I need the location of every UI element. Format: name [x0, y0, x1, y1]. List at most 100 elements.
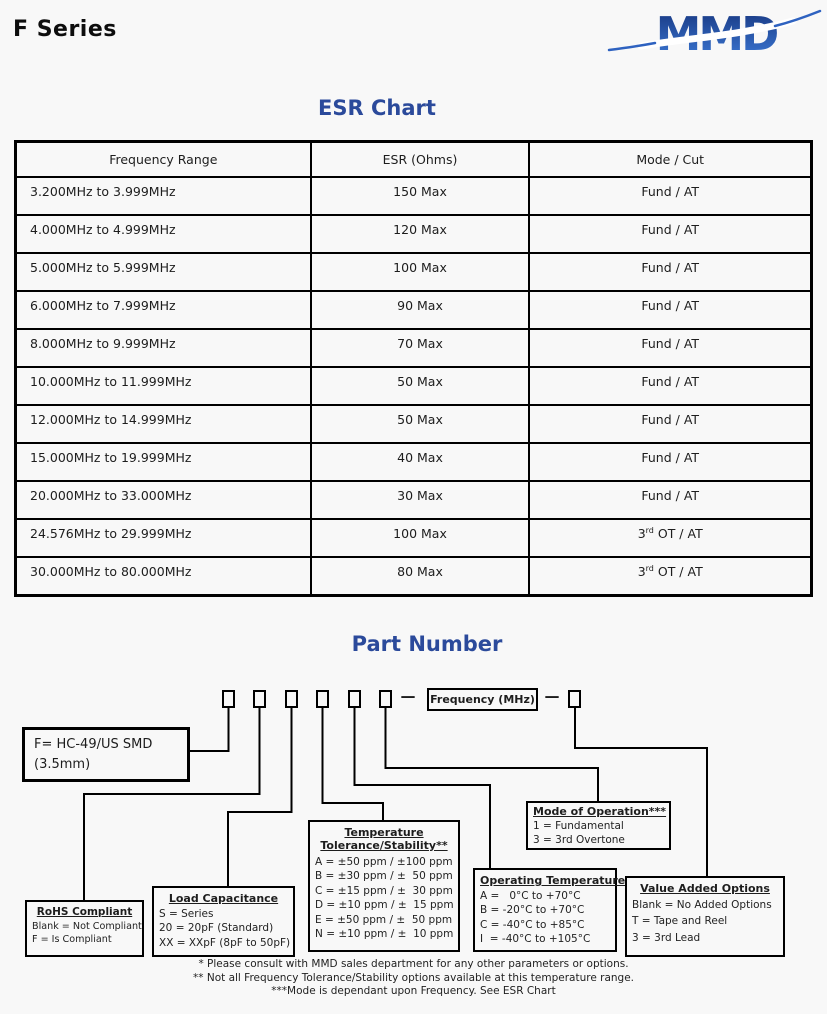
option-line: 3 = 3rd Overtone	[533, 834, 625, 847]
cell-esr: 80 Max	[309, 556, 531, 596]
table-row: 4.000MHz to 4.999MHz 120 Max Fund / AT	[14, 214, 813, 254]
column-header-mode-cut: Mode / Cut	[528, 140, 813, 178]
cell-mode-cut: Fund / AT	[528, 290, 813, 330]
option-line: S = Series	[159, 908, 214, 920]
cell-frequency-range: 5.000MHz to 5.999MHz	[14, 252, 312, 292]
cell-frequency-range: 12.000MHz to 14.999MHz	[14, 404, 312, 444]
cell-mode-cut: Fund / AT	[528, 214, 813, 254]
box-title: Mode of Operation***	[533, 805, 667, 818]
page-title: F Series	[13, 17, 117, 42]
mmd-logo: MMD	[603, 6, 825, 61]
option-line: 20 = 20pF (Standard)	[159, 922, 274, 935]
part-number-field-box-7	[568, 690, 581, 708]
table-row: 12.000MHz to 14.999MHz 50 Max Fund / AT	[14, 404, 813, 444]
cell-mode-cut: Fund / AT	[528, 328, 813, 368]
cell-mode-cut: Fund / AT	[528, 366, 813, 406]
option-line: Blank = Not Compliant	[32, 921, 142, 932]
cell-mode-cut: Fund / AT	[528, 176, 813, 216]
option-line: I = -40°C to +105°C	[480, 933, 591, 946]
series-box-line: (3.5mm)	[34, 757, 91, 773]
logo-swoosh-left	[607, 41, 657, 52]
option-line: A = ±50 ppm / ±100 ppm	[315, 856, 453, 868]
cell-esr: 50 Max	[309, 404, 531, 444]
cell-mode-cut: Fund / AT	[528, 404, 813, 444]
part-number-title: Part Number	[351, 632, 503, 656]
series-box-line: F= HC-49/US SMD	[34, 737, 153, 752]
cell-mode-cut: 3rd OT / AT	[528, 556, 813, 596]
box-title: Value Added Options	[640, 882, 770, 895]
option-line: ** Not all Frequency Tolerance/Stability…	[193, 971, 634, 984]
cell-mode-cut: Fund / AT	[528, 480, 813, 520]
table-row: 24.576MHz to 29.999MHz 100 Max 3rd OT / …	[14, 518, 813, 558]
temperature-tolerance-box: Temperature Tolerance/Stability** A = ±5…	[308, 820, 460, 952]
cell-esr: 120 Max	[309, 214, 531, 254]
esr-table: Frequency Range ESR (Ohms) Mode / Cut 3.…	[14, 140, 813, 597]
table-row: 6.000MHz to 7.999MHz 90 Max Fund / AT	[14, 290, 813, 330]
dash-separator: —	[400, 687, 416, 705]
box-title: Operating Temperature	[480, 874, 626, 887]
option-line: F = Is Compliant	[32, 934, 112, 946]
option-line: B = ±30 ppm / ± 50 ppm	[315, 870, 453, 883]
part-number-field-box-2	[253, 690, 266, 708]
option-line: ***Mode is dependant upon Frequency. See…	[271, 985, 556, 997]
cell-frequency-range: 30.000MHz to 80.000MHz	[14, 556, 312, 596]
option-line: 1 = Fundamental	[533, 820, 624, 832]
esr-chart-title: ESR Chart	[318, 96, 436, 120]
part-number-field-box-1	[222, 690, 235, 708]
cell-esr: 100 Max	[309, 252, 531, 292]
option-line: D = ±10 ppm / ± 15 ppm	[315, 899, 454, 912]
part-number-field-box-6	[379, 690, 392, 708]
cell-esr: 100 Max	[309, 518, 531, 558]
load-capacitance-box: Load Capacitance S = Series 20 = 20pF (St…	[152, 886, 295, 957]
mode-of-operation-box: Mode of Operation*** 1 = Fundamental 3 = …	[526, 801, 671, 850]
option-line: XX = XXpF (8pF to 50pF)	[159, 936, 291, 949]
part-number-field-box-5	[348, 690, 361, 708]
table-row: 8.000MHz to 9.999MHz 70 Max Fund / AT	[14, 328, 813, 368]
cell-esr: 150 Max	[309, 176, 531, 216]
table-row: 15.000MHz to 19.999MHz 40 Max Fund / AT	[14, 442, 813, 482]
table-row: 3.200MHz to 3.999MHz 150 Max Fund / AT	[14, 176, 813, 216]
cell-esr: 70 Max	[309, 328, 531, 368]
option-line: N = ±10 ppm / ± 10 ppm	[315, 928, 454, 941]
series-box: F= HC-49/US SMD (3.5mm)	[22, 727, 190, 782]
column-header-esr: ESR (Ohms)	[309, 140, 531, 178]
part-number-field-box-3	[285, 690, 298, 708]
table-header-row: Frequency Range ESR (Ohms) Mode / Cut	[14, 140, 813, 178]
cell-frequency-range: 20.000MHz to 33.000MHz	[14, 480, 312, 520]
option-line: C = -40°C to +85°C	[480, 918, 585, 931]
cell-esr: 90 Max	[309, 290, 531, 330]
box-title: Load Capacitance	[168, 892, 279, 905]
dash-separator: —	[544, 687, 560, 705]
cell-frequency-range: 3.200MHz to 3.999MHz	[14, 176, 312, 216]
logo-swoosh-right	[773, 9, 822, 28]
cell-esr: 30 Max	[309, 480, 531, 520]
cell-frequency-range: 8.000MHz to 9.999MHz	[14, 328, 312, 368]
footnotes: * Please consult with MMD sales departme…	[0, 958, 827, 999]
option-line: * Please consult with MMD sales departme…	[198, 958, 629, 970]
table-row: 30.000MHz to 80.000MHz 80 Max 3rd OT / A…	[14, 556, 813, 596]
option-line: E = ±50 ppm / ± 50 ppm	[315, 913, 453, 926]
option-line: 3 = 3rd Lead	[632, 931, 701, 944]
cell-frequency-range: 6.000MHz to 7.999MHz	[14, 290, 312, 330]
frequency-box: Frequency (MHz)	[427, 688, 538, 711]
box-title: RoHS Compliant	[36, 906, 133, 918]
option-line: A = 0°C to +70°C	[480, 890, 581, 902]
cell-mode-cut: Fund / AT	[528, 252, 813, 292]
table-row: 20.000MHz to 33.000MHz 30 Max Fund / AT	[14, 480, 813, 520]
option-line: C = ±15 ppm / ± 30 ppm	[315, 884, 453, 897]
column-header-frequency-range: Frequency Range	[14, 140, 312, 178]
part-number-field-box-4	[316, 690, 329, 708]
cell-frequency-range: 24.576MHz to 29.999MHz	[14, 518, 312, 558]
cell-mode-cut: Fund / AT	[528, 442, 813, 482]
box-title: Temperature	[344, 826, 424, 839]
cell-esr: 50 Max	[309, 366, 531, 406]
cell-frequency-range: 10.000MHz to 11.999MHz	[14, 366, 312, 406]
esr-table-body: 3.200MHz to 3.999MHz 150 Max Fund / AT 4…	[14, 176, 813, 596]
cell-esr: 40 Max	[309, 442, 531, 482]
cell-mode-cut: 3rd OT / AT	[528, 518, 813, 558]
box-title: Tolerance/Stability**	[320, 839, 448, 852]
cell-frequency-range: 4.000MHz to 4.999MHz	[14, 214, 312, 254]
option-line: T = Tape and Reel	[632, 915, 728, 928]
table-row: 10.000MHz to 11.999MHz 50 Max Fund / AT	[14, 366, 813, 406]
option-line: Blank = No Added Options	[632, 899, 772, 911]
